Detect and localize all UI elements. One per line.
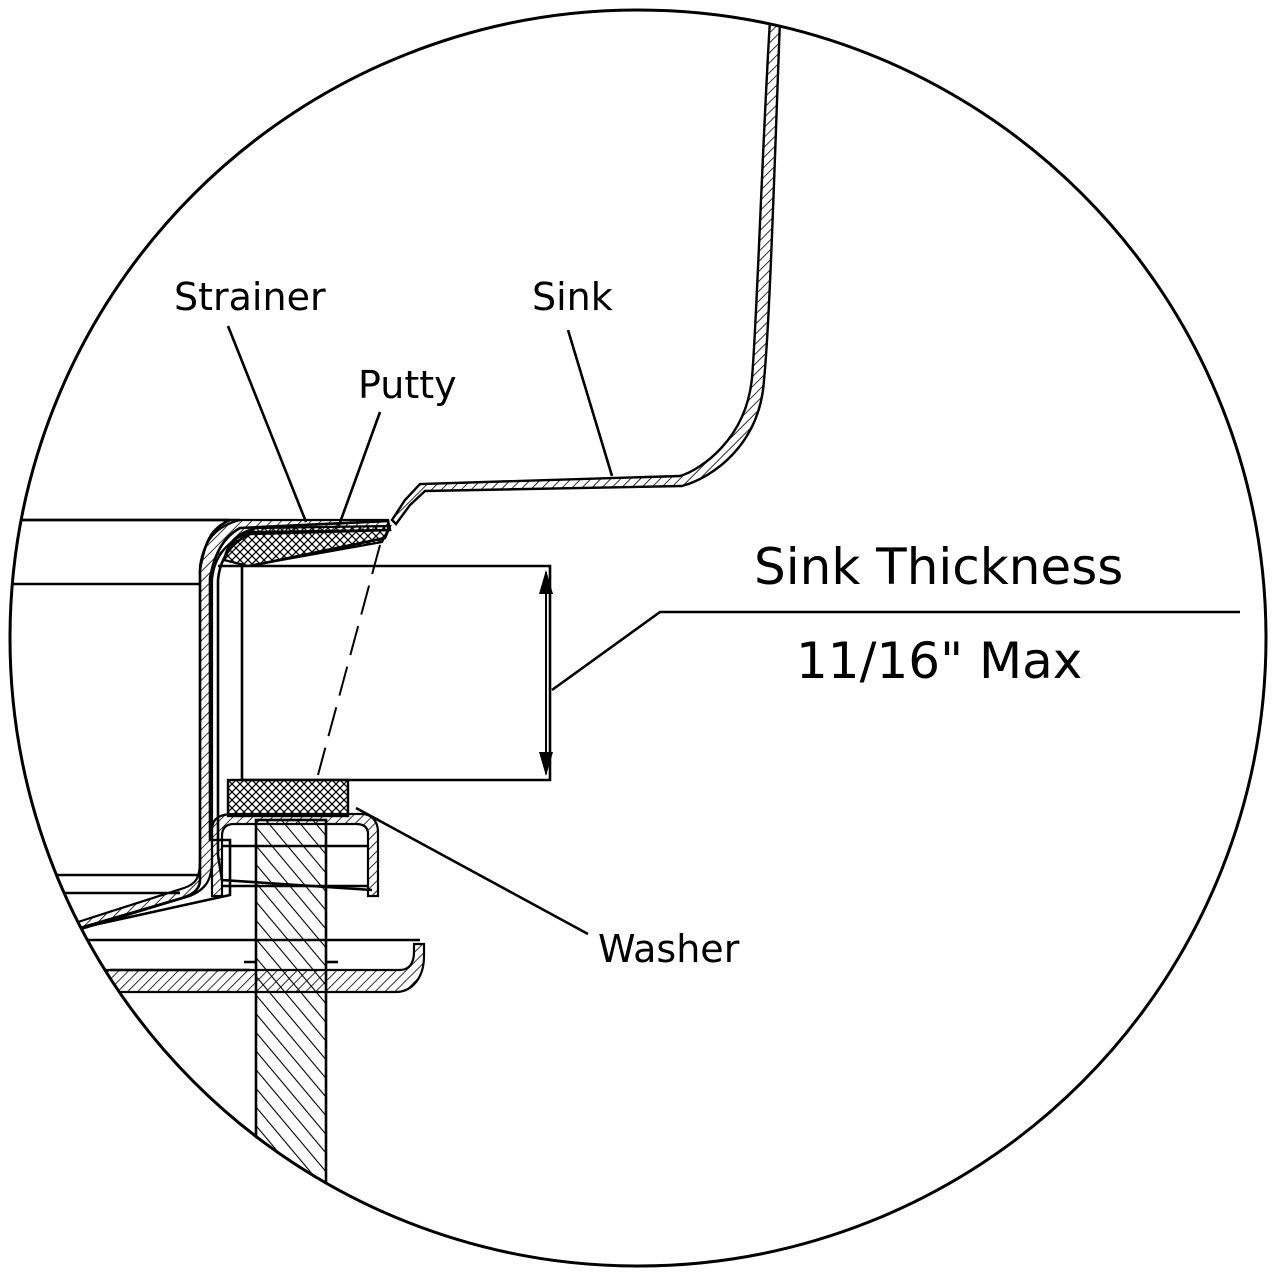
strainer-wall [76,518,390,932]
washer-label: Washer [598,927,740,971]
dimension-title: Sink Thickness [754,538,1123,596]
washer-leader [355,806,589,936]
putty-leader [336,411,382,529]
putty-label: Putty [358,363,457,407]
dimension-value: 11/16" Max [796,632,1082,690]
sink-label: Sink [532,275,613,319]
rubber-washer [226,778,350,818]
strainer-leader [226,325,308,523]
strainer-label: Strainer [174,275,326,319]
sink-leader [566,329,614,477]
dimension-leader [551,610,1240,692]
washer-housing [210,812,380,898]
sink-deck [240,564,552,782]
bottom-flange [77,942,426,994]
sink-shell [390,18,782,526]
threaded-bolt [254,818,328,1266]
